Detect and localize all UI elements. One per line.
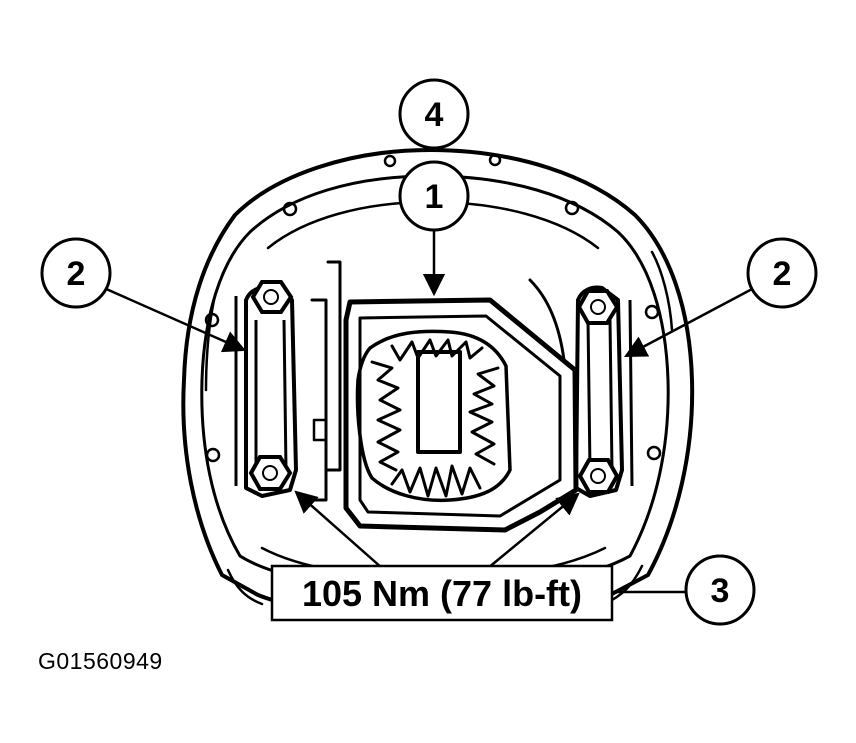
- differential-case-right-rib: [528, 278, 566, 362]
- differential-case-outline: [343, 297, 579, 533]
- leader-callout-2-right: [624, 286, 755, 358]
- bolt-left-lower-center: [262, 465, 278, 481]
- flange-bolt-hole: [488, 153, 502, 167]
- side-gear-teeth-left: [370, 360, 402, 472]
- torque-spec-label: 105 Nm (77 lb-ft): [302, 573, 582, 614]
- leader-lines: [103, 230, 755, 594]
- housing-outer-outline: [181, 148, 695, 614]
- callout-2-right-circle: [746, 237, 818, 309]
- bolt-right-lower-center: [590, 468, 606, 484]
- housing-left-lower-edge: [226, 568, 264, 606]
- flange-bolt-hole: [205, 447, 221, 463]
- differential-case-inner-rim: [358, 314, 562, 518]
- callout-2-right-label: 2: [773, 255, 792, 293]
- housing-right-side-edge: [650, 250, 674, 332]
- callout-1-label: 1: [425, 178, 444, 216]
- differential-case: [310, 260, 579, 533]
- flange-bolt-hole: [383, 154, 397, 168]
- bearing-cap-right-edge: [586, 319, 614, 471]
- ring-gear-window: [355, 329, 512, 503]
- callout-3-label: 3: [711, 572, 730, 610]
- leader-callout-2-left: [103, 286, 247, 353]
- pinion-gear-teeth-top: [390, 338, 484, 362]
- flange-bolt-hole: [644, 304, 660, 320]
- differential-case-tab: [312, 418, 328, 442]
- bolt-left-upper-center: [263, 289, 279, 305]
- callout-4: 4: [398, 78, 470, 150]
- callout-3-circle: [684, 554, 756, 626]
- figure-id: G01560949: [38, 648, 163, 674]
- bearing-cap-right-outer: [628, 299, 634, 487]
- callout-3: 3: [684, 554, 756, 626]
- leader-torque-left: [294, 490, 383, 569]
- bearing-cap-left-edge: [254, 319, 288, 471]
- torque-spec-frame: [270, 564, 614, 622]
- torque-spec-box: 105 Nm (77 lb-ft): [270, 564, 614, 622]
- leader-torque-right: [487, 492, 580, 569]
- axle-housing: [181, 148, 695, 614]
- pinion-shaft: [416, 350, 462, 454]
- callout-1: 1: [398, 160, 470, 232]
- bearing-cap-bolts: [248, 280, 620, 494]
- callout-4-label: 4: [425, 96, 444, 134]
- housing-left-side-edge: [204, 298, 216, 392]
- callout-2-left-label: 2: [67, 255, 86, 293]
- callout-2-right: 2: [746, 237, 818, 309]
- callout-2-left-circle: [40, 237, 112, 309]
- callout-2-left: 2: [40, 237, 112, 309]
- bolt-right-upper-center: [590, 299, 606, 315]
- differential-case-web: [326, 260, 342, 472]
- flange-bolt-hole: [646, 445, 662, 461]
- flange-bolt-hole: [564, 200, 580, 216]
- flange-bolt-hole: [204, 312, 220, 328]
- side-gear-teeth-right: [468, 366, 500, 466]
- callout-1-circle: [398, 160, 470, 232]
- flange-bolt-hole: [282, 201, 298, 217]
- differential-case-left-rib: [310, 298, 328, 502]
- callout-4-circle: [398, 78, 470, 150]
- pinion-gear-teeth-bottom: [390, 464, 482, 498]
